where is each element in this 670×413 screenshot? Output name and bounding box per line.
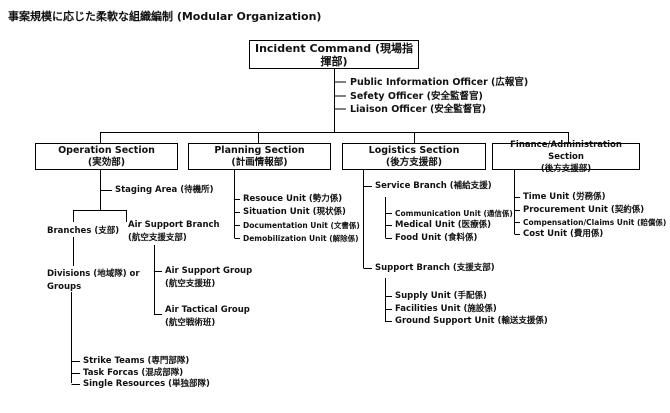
communication-unit: Communication Unit (通信係) <box>395 209 513 218</box>
air-support-group: Air Support Group <box>165 266 253 276</box>
medical-unit: Medical Unit (医療係) <box>395 220 492 230</box>
incident-command-box: Incident Command (現場指揮部) <box>249 40 419 69</box>
logistics-section-name: Logistics Section <box>368 144 460 156</box>
cost-unit: Cost Unit (費用係) <box>523 229 604 239</box>
divisions: Divisions (地域隊) or <box>47 269 140 279</box>
demobilization-unit: Demobilization Unit (解除係) <box>243 234 359 243</box>
groups: Groups <box>47 282 82 292</box>
task-forces: Task Forcas (混成部隊) <box>83 368 184 378</box>
supply-unit: Supply Unit (手配係) <box>395 291 487 301</box>
ground-support-unit: Ground Support Unit (輸送支援係) <box>395 316 548 326</box>
planning-section-ja: (計画情報部) <box>231 156 288 168</box>
branches: Branches (支部) <box>47 226 120 236</box>
finance-section-name: Finance/Administration Section <box>510 139 622 162</box>
resource-unit: Resouce Unit (勢力係) <box>243 194 343 204</box>
planning-section-name: Planning Section <box>214 144 305 156</box>
strike-teams: Strike Teams (専門部隊) <box>83 356 190 366</box>
planning-section-box: Planning Section (計画情報部) <box>188 143 331 170</box>
documentation-unit: Documentation Unit (文書係) <box>243 221 360 230</box>
air-support-branch: Air Support Branch <box>128 220 220 230</box>
support-branch: Support Branch (支援支部) <box>375 263 495 273</box>
logistics-section-ja: (後方支援部) <box>385 156 443 168</box>
chart-title: 事案規模に応じた柔軟な組織編制 (Modular Organization) <box>8 10 322 23</box>
air-support-branch-ja: (航空支援支部) <box>128 233 187 243</box>
single-resources: Single Resources (単独部隊) <box>83 379 210 389</box>
food-unit: Food Unit (食料係) <box>395 233 478 243</box>
facilities-unit: Facilities Unit (施設係) <box>395 304 497 314</box>
procurement-unit: Procurement Unit (契約係) <box>523 205 645 215</box>
time-unit: Time Unit (労務係) <box>523 192 606 202</box>
air-tactical-group: Air Tactical Group <box>165 305 250 315</box>
operation-section-box: Operation Section (実効部) <box>35 143 178 170</box>
finance-section-ja: (後方支援部) <box>540 163 592 174</box>
finance-section-box: Finance/Administration Section (後方支援部) <box>492 140 640 174</box>
operation-section-ja: (実効部) <box>87 156 126 168</box>
safety-officer: Sefety Officer (安全監督官) <box>350 91 483 102</box>
situation-unit: Situation Unit (現状係) <box>243 207 346 217</box>
incident-command-label: Incident Command (現場指揮部) <box>254 41 413 68</box>
operation-section-name: Operation Section <box>58 144 155 156</box>
logistics-section-box: Logistics Section (後方支援部) <box>342 143 486 170</box>
air-support-group-ja: (航空支援班) <box>165 279 216 289</box>
air-tactical-group-ja: (航空戦術班) <box>165 318 216 328</box>
public-information-officer: Public Information Officer (広報官) <box>350 77 529 88</box>
compensation-claims-unit: Compensation/Claims Unit (賠償係) <box>523 218 667 227</box>
staging-area: Staging Area (待機所) <box>115 185 214 195</box>
liaison-officer: Liaison Officer (安全監督官) <box>350 104 487 115</box>
service-branch: Service Branch (補給支援) <box>375 181 492 191</box>
